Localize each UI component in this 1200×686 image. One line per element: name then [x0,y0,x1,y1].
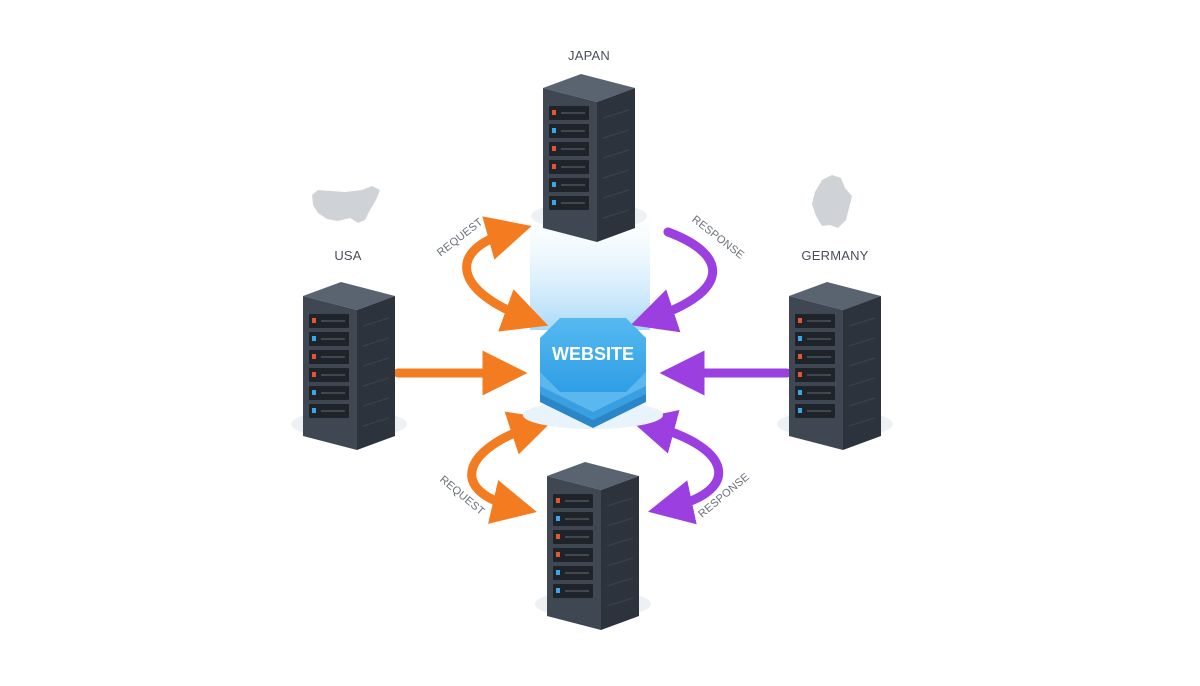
germany-map-icon [812,175,852,228]
server-usa [290,281,408,451]
server-icon [530,73,648,243]
location-label-usa: USA [334,248,361,263]
website-label: WEBSITE [552,344,634,364]
server-icon [290,281,408,451]
server-bottom [534,461,652,631]
server-japan [530,73,648,243]
server-icon [776,281,894,451]
server-germany [776,281,894,451]
server-icon [534,461,652,631]
flow-label-response-top: RESPONSE [689,214,746,262]
light-beam [530,210,650,330]
request-arrow-top [462,216,549,332]
response-arrow-bottom [630,410,724,525]
website-node: WEBSITE [523,318,663,429]
location-label-germany: GERMANY [801,248,868,263]
location-label-japan: JAPAN [568,48,610,63]
usa-map-icon [312,186,380,223]
response-arrow-top [630,227,717,333]
request-arrow-bottom [467,411,555,524]
